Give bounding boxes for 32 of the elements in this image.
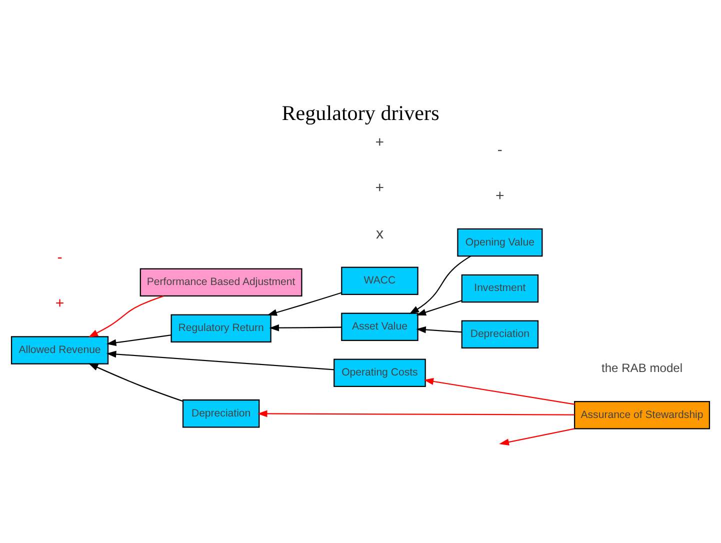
label: + [496, 186, 504, 204]
arrow [416, 326, 462, 333]
node-box: WACC [341, 266, 418, 295]
label: x [376, 225, 384, 242]
node-box: Allowed Revenue [10, 336, 109, 364]
arrow [257, 410, 574, 417]
label: - [497, 140, 502, 158]
node-box: Asset Value [341, 312, 418, 341]
arrow [269, 324, 342, 331]
arrow [416, 300, 462, 316]
node-box: Investment [461, 274, 539, 302]
node-box: Opening Value [457, 228, 543, 256]
arrow [106, 334, 172, 346]
arrow [424, 378, 575, 404]
label: + [375, 133, 384, 150]
node-box: Regulatory Return [170, 314, 272, 342]
arrow [499, 428, 575, 445]
arrow [88, 295, 164, 337]
arrow [409, 255, 472, 314]
label: - [57, 248, 62, 266]
arrow [267, 292, 342, 316]
label: + [55, 294, 64, 312]
arrow [88, 362, 184, 402]
arrow [106, 350, 334, 370]
node-box: Operating Costs [334, 358, 426, 386]
label: + [375, 179, 384, 196]
node-box: Depreciation [182, 398, 260, 428]
diagram-title: Regulatory drivers [282, 100, 440, 124]
node-box: Assurance of Stewardship [574, 400, 710, 429]
label: the RAB model [602, 360, 683, 374]
node-box: Performance Based Adjustment [140, 268, 302, 296]
node-box: Depreciation [461, 320, 539, 348]
